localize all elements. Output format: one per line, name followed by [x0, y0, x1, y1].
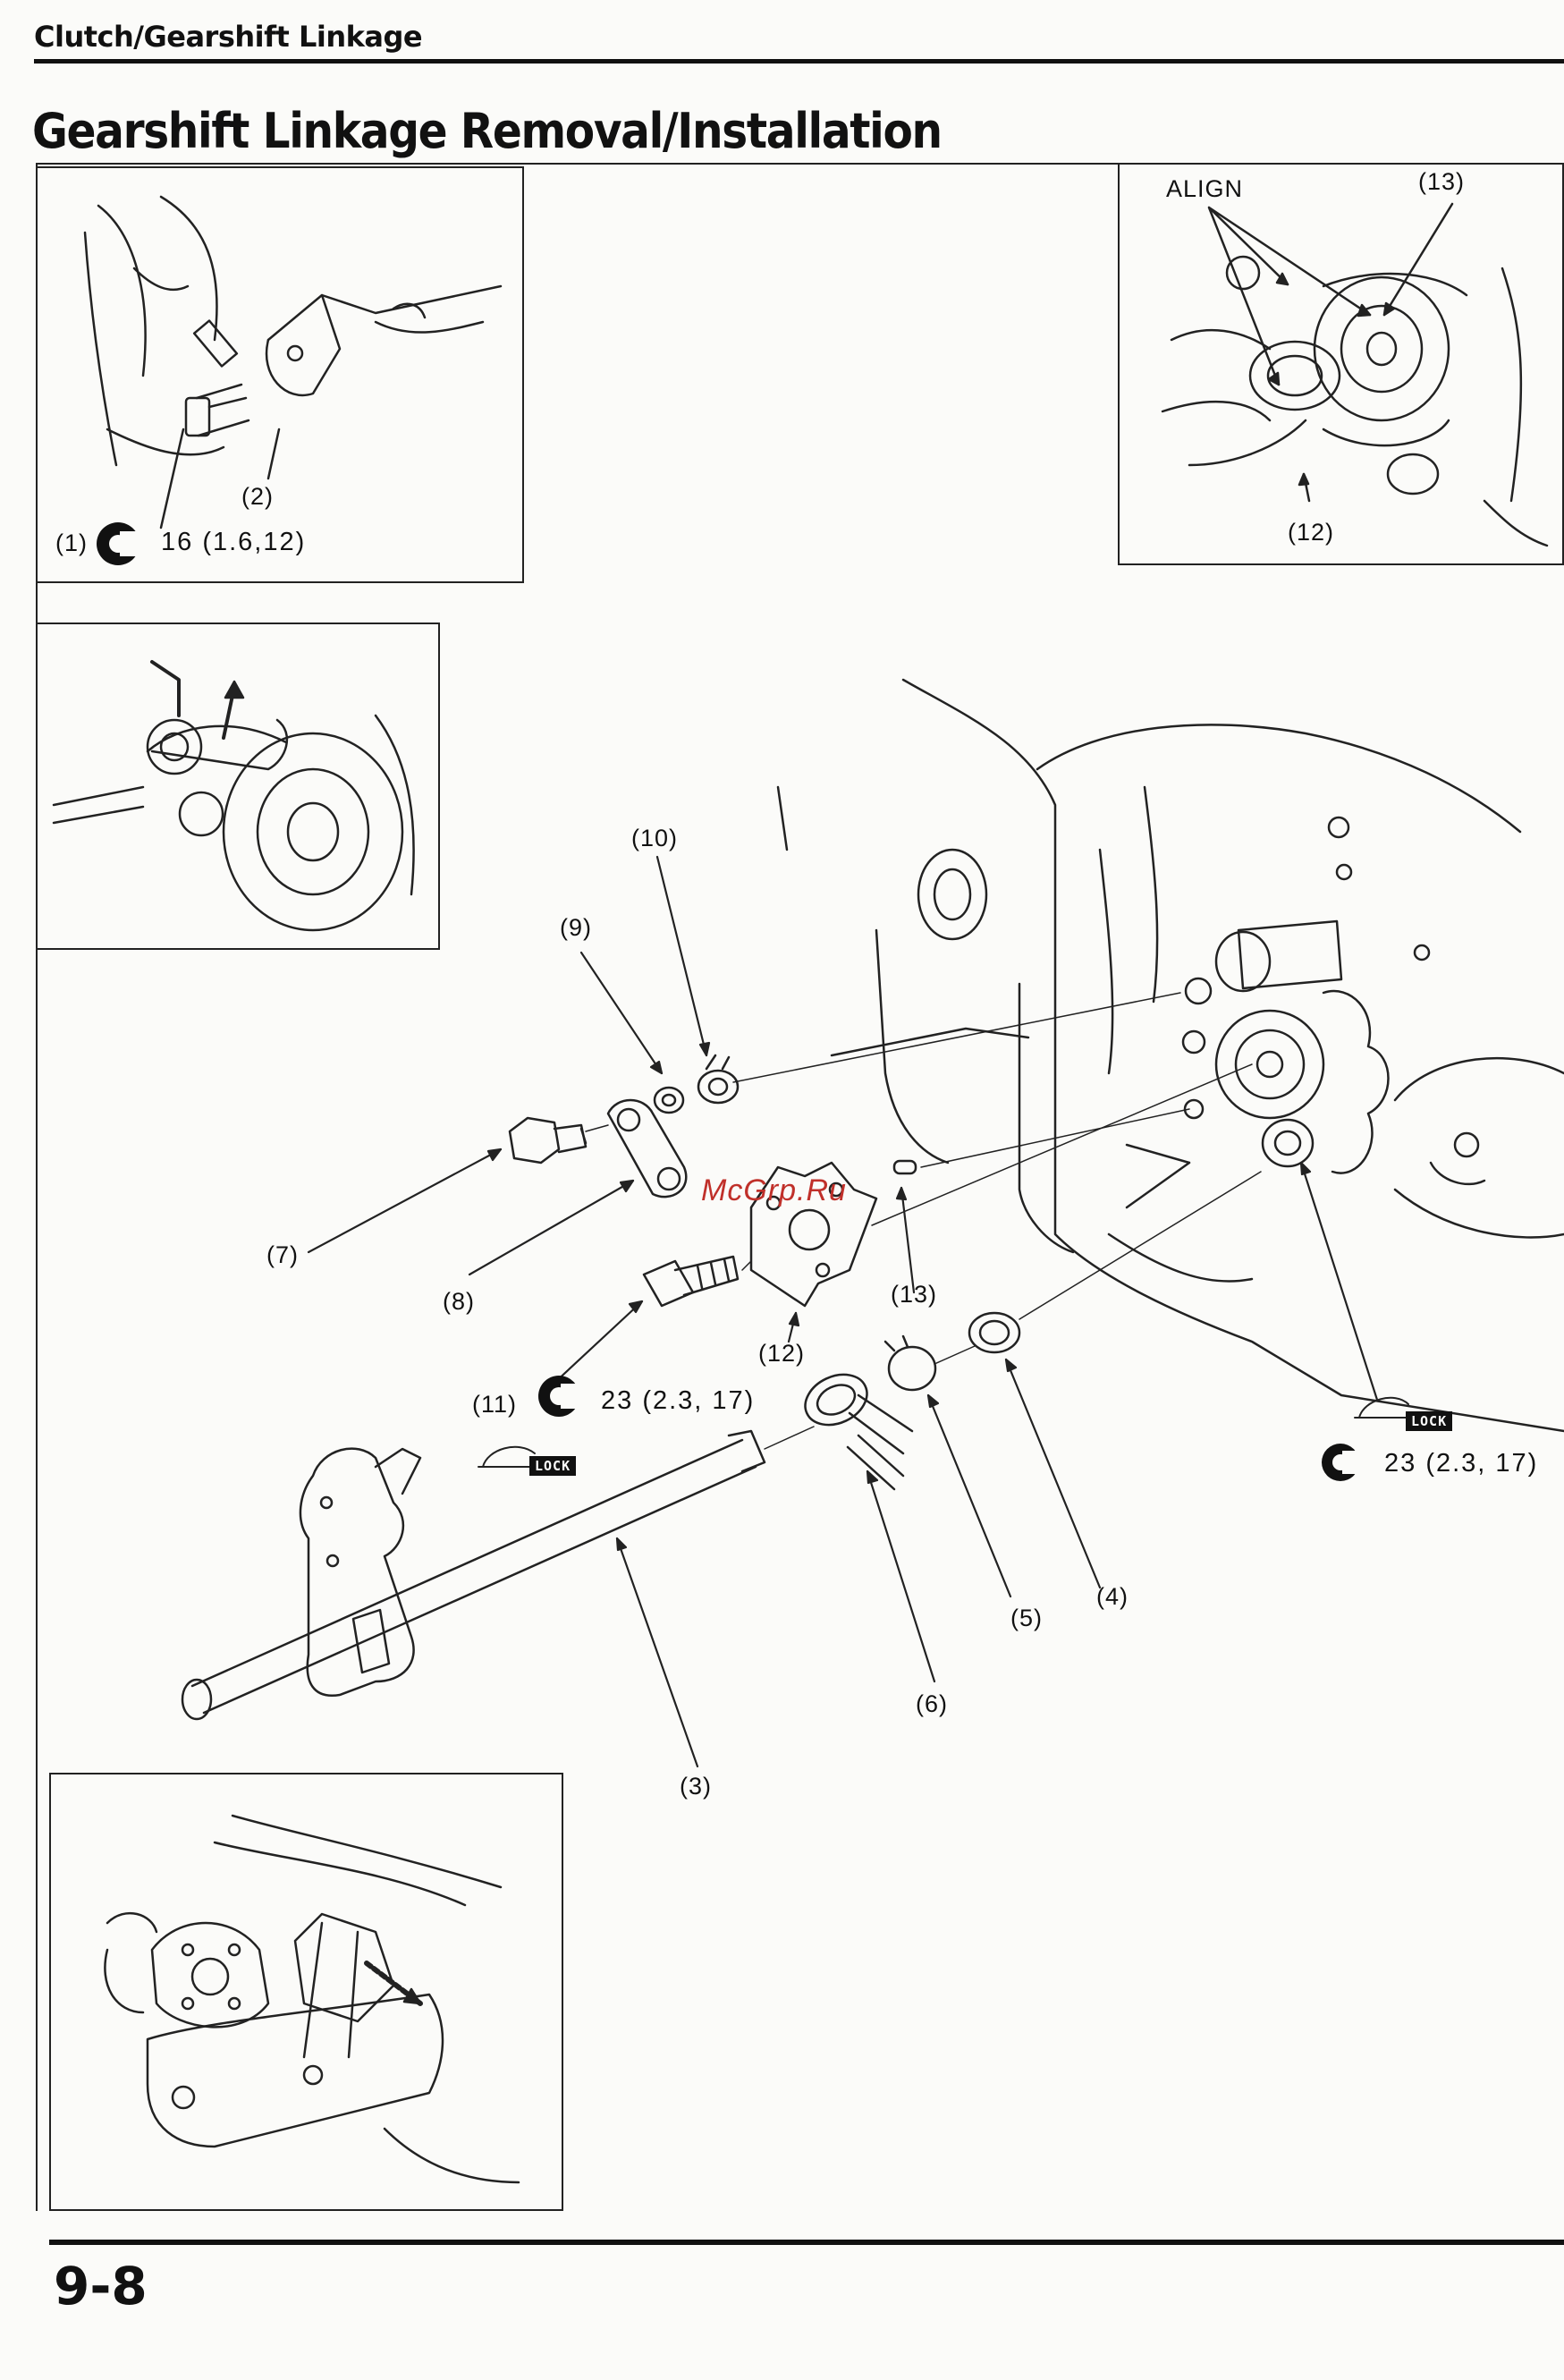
page-number: 9-8	[54, 2256, 148, 2316]
washer-4	[969, 1313, 1019, 1352]
callout-label-8: (8)	[443, 1288, 475, 1316]
watermark: McGrp.Ru	[701, 1173, 847, 1208]
inset-pedal-bolt-drawing	[85, 197, 501, 528]
callout-label-7: (7)	[266, 1241, 299, 1269]
torque-spec-1: 16 (1.6,12)	[161, 528, 306, 557]
clip-10	[698, 1055, 738, 1103]
callout-label-11: (11)	[472, 1391, 517, 1419]
callout-label-12-inset: (12)	[1288, 519, 1334, 546]
washer-9	[655, 1088, 683, 1113]
inset-shift-arm-drawing	[54, 662, 414, 930]
torque-spec-right: 23 (2.3, 17)	[1384, 1449, 1538, 1478]
bolt-7	[510, 1118, 586, 1163]
footer-rule	[49, 2240, 1564, 2245]
torque-spec-11: 23 (2.3, 17)	[601, 1386, 755, 1416]
align-label: ALIGN	[1166, 175, 1243, 203]
lock-badge: LOCK	[529, 1456, 576, 1476]
torque-wrench-icon	[538, 1376, 579, 1417]
circlip-5	[885, 1336, 935, 1390]
torque-wrench-icon	[97, 522, 139, 565]
lock-badge: LOCK	[1406, 1411, 1452, 1431]
torque-wrench-icon	[1322, 1444, 1359, 1481]
inset-spindle-drawing	[105, 1816, 519, 2182]
callout-label-1: (1)	[55, 529, 88, 557]
shift-spindle-3	[182, 1431, 765, 1719]
callout-label-4: (4)	[1096, 1583, 1129, 1611]
callout-label-9: (9)	[560, 914, 592, 942]
callout-label-2: (2)	[241, 483, 274, 511]
crankcase-drawing	[778, 680, 1564, 1431]
callout-label-13-inset: (13)	[1418, 168, 1465, 196]
callout-label-6: (6)	[916, 1690, 948, 1718]
callout-label-10: (10)	[631, 825, 678, 852]
inset-align-drawing	[1162, 204, 1547, 546]
callout-label-13: (13)	[891, 1281, 937, 1309]
assembly-centerlines	[586, 993, 1261, 1449]
dowel-pin-13	[894, 1161, 916, 1173]
callout-label-12: (12)	[758, 1340, 805, 1368]
bolt-11	[644, 1257, 738, 1306]
callout-label-5: (5)	[1010, 1605, 1043, 1632]
callout-label-3: (3)	[680, 1773, 712, 1800]
